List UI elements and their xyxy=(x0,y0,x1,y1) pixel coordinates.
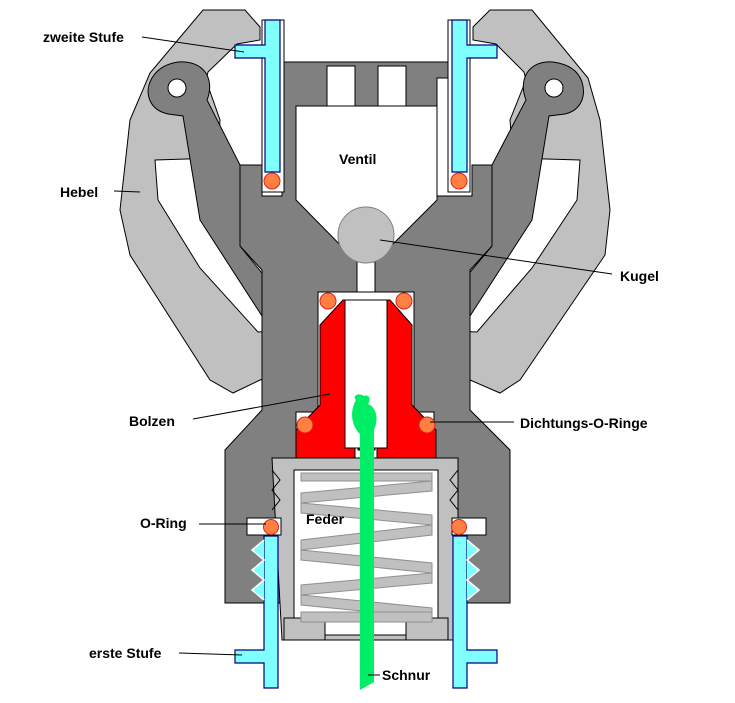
thread-cup-left xyxy=(271,469,281,511)
label-dichtungs-o-ringe: Dichtungs-O-Ringe xyxy=(520,415,648,431)
label-schnur: Schnur xyxy=(382,667,431,683)
pivot-hole-left xyxy=(167,78,187,98)
grill-slot xyxy=(377,65,407,107)
o-ring-upper-left xyxy=(263,172,281,190)
ball xyxy=(337,206,395,264)
label-o-ring: O-Ring xyxy=(140,515,187,531)
thread-cup-right xyxy=(449,469,459,511)
leader-kugel xyxy=(379,239,613,275)
label-zweite-stufe: zweite Stufe xyxy=(43,29,124,45)
label-feder: Feder xyxy=(306,511,345,527)
sealing-o-ring xyxy=(395,292,413,310)
label-bolzen: Bolzen xyxy=(129,413,175,429)
second-stage-tube-left xyxy=(234,19,281,173)
thread-right xyxy=(465,539,481,601)
label-erste-stufe: erste Stufe xyxy=(89,645,162,661)
grill-slot xyxy=(326,65,356,107)
thread-left xyxy=(250,539,266,601)
lever-arm-right xyxy=(412,61,584,362)
o-ring-upper-right xyxy=(450,172,468,190)
sealing-o-ring xyxy=(296,416,314,434)
label-ventil: Ventil xyxy=(339,151,376,167)
leader-bolzen xyxy=(192,393,331,420)
sealing-o-ring xyxy=(418,416,436,434)
pivot-hole-right xyxy=(544,78,564,98)
leader-zweite-stufe xyxy=(141,36,245,53)
sealing-o-ring xyxy=(319,292,337,310)
second-stage-tube-right xyxy=(451,19,498,173)
cord xyxy=(352,394,377,690)
label-hebel: Hebel xyxy=(60,184,98,200)
leader-hebel xyxy=(113,190,141,193)
leader-erste-stufe xyxy=(178,652,243,656)
first-stage-tube-left xyxy=(234,535,279,689)
o-ring-lower-left xyxy=(263,519,279,535)
label-kugel: Kugel xyxy=(620,268,659,284)
lever-arm-left xyxy=(147,61,319,362)
o-ring-lower-right xyxy=(451,519,467,535)
